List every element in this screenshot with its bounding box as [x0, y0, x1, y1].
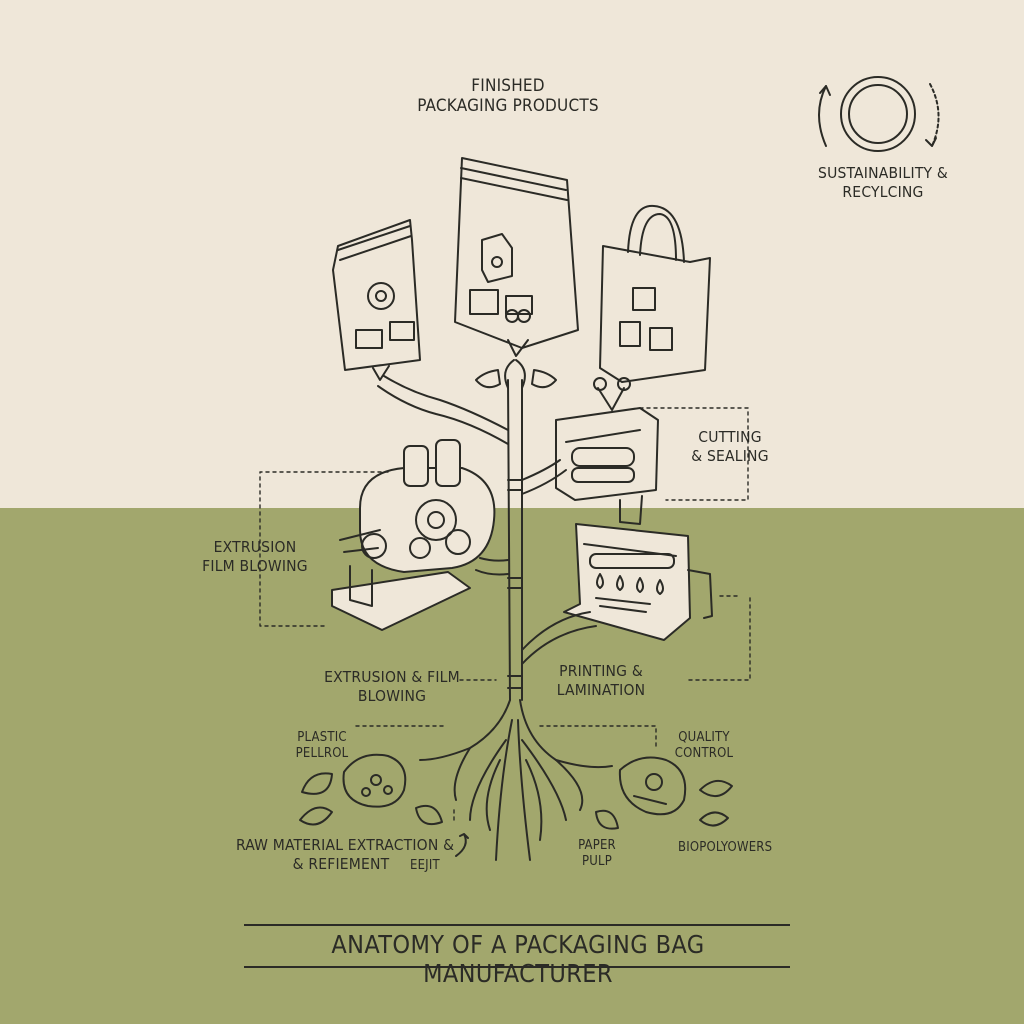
label-raw-material: RAW MATERIAL EXTRACTION && REFIEMENT [236, 836, 455, 873]
label-printing-lamination: PRINTING &LAMINATION [556, 662, 646, 699]
label-sustainability: SUSTAINABILITY &RECYLCING [818, 164, 948, 201]
sealing-machine-icon [555, 377, 659, 525]
label-biopolyowers: BIOPOLYOWERS [678, 840, 773, 855]
pellet-icon [342, 753, 407, 808]
printing-machine-icon [563, 523, 713, 641]
pouch-bag-icon [332, 219, 421, 381]
leaf-icon [299, 772, 733, 830]
page-title: ANATOMY OF A PACKAGING BAG MANUFACTURER [331, 930, 705, 988]
quality-icon [618, 756, 687, 816]
standup-pouch-icon [454, 157, 579, 357]
tree-roots-icon [377, 359, 613, 861]
shopping-bag-icon [599, 204, 711, 383]
label-cutting-sealing: CUTTING& SEALING [691, 428, 769, 465]
background-bottom [0, 508, 1024, 1024]
title-rule-bottom [244, 966, 790, 968]
title-rule-top [244, 924, 790, 926]
recycle-circle-icon [818, 76, 940, 152]
extruder-machine-icon [331, 439, 496, 631]
label-eejit: EEJIT [410, 858, 440, 873]
